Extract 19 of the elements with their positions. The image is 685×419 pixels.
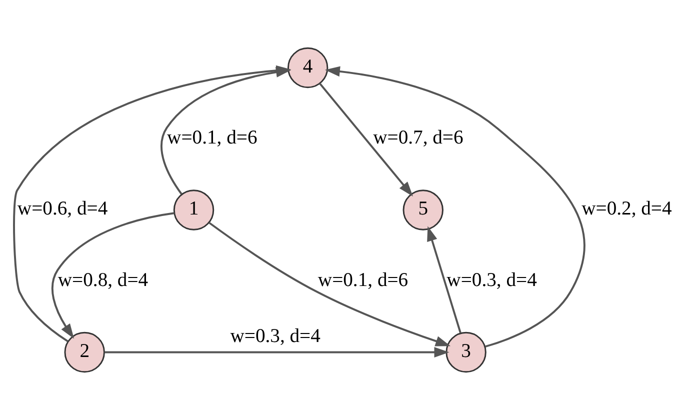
node-circle: 5 [402, 189, 443, 230]
arrow [324, 66, 585, 347]
node-circle: 4 [286, 46, 328, 88]
node-circle: 1 [172, 189, 214, 230]
node-circle: 2 [64, 331, 104, 372]
arrow [318, 82, 412, 196]
edge-label: w=0.1, d=6 [166, 127, 257, 148]
edge-label: w=0.2, d=4 [581, 198, 672, 220]
edge-label: w=0.3, d=4 [446, 269, 536, 290]
node-circle: 3 [445, 331, 486, 372]
edge-label: w=0.8, d=4 [57, 269, 148, 290]
edge-label: w=0.7, d=6 [372, 127, 463, 148]
arrow [426, 226, 461, 333]
arrow [208, 221, 450, 346]
edge-label: w=0.3, d=4 [230, 326, 320, 347]
edge-label: w=0.6, d=4 [16, 198, 108, 220]
arrow [50, 212, 174, 338]
edge-label: w=0.1, d=6 [317, 269, 408, 290]
arrow [104, 346, 449, 358]
